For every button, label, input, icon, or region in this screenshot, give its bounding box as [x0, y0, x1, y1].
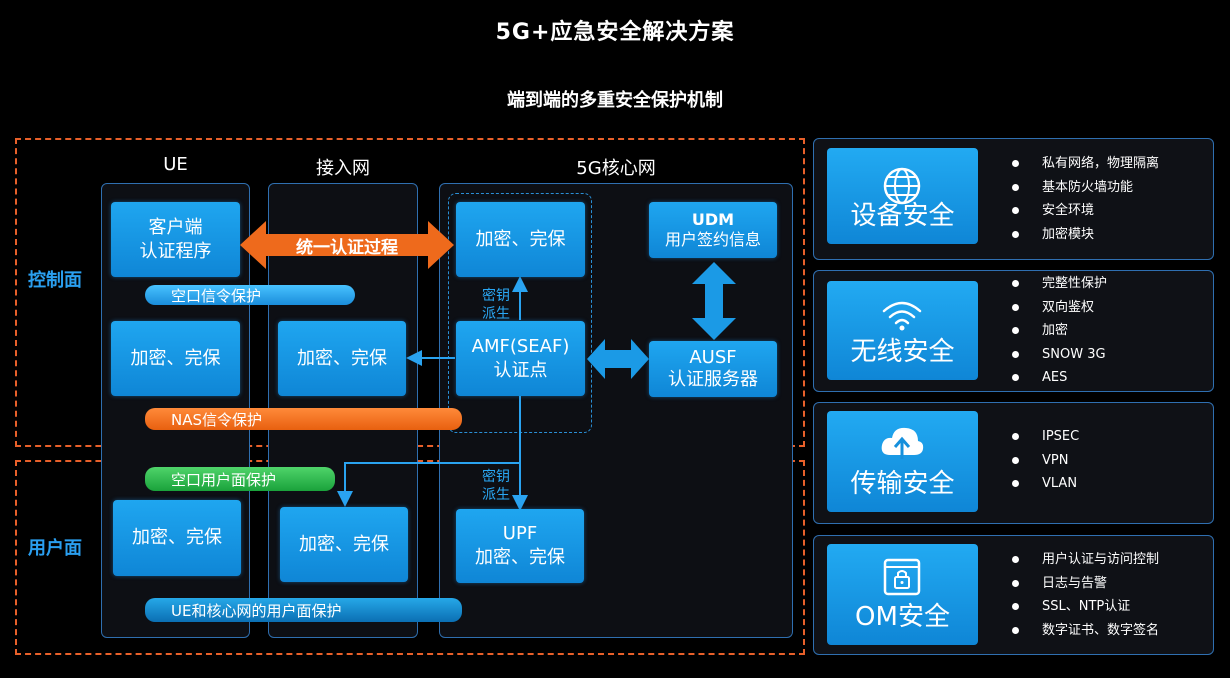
ue-core-user-pipe: UE和核心网的用户面保护 [145, 598, 462, 622]
list-item: 完整性保护 [1012, 272, 1107, 296]
device-security-list: 私有网络，物理隔离 基本防火墙功能 安全环境 加密模块 [1012, 152, 1159, 246]
nas-signal-label: NAS信令保护 [171, 410, 263, 429]
om-security-list: 用户认证与访问控制 日志与告警 SSL、NTP认证 数字证书、数字签名 [1012, 548, 1159, 642]
device-security-label: 设备安全 [850, 201, 955, 231]
list-item: 私有网络，物理隔离 [1012, 152, 1159, 176]
core-column-heading: 5G核心网 [576, 158, 656, 179]
air-signal-pipe: 空口信令保护 [145, 285, 355, 305]
ue-ctrl-encrypt-label: 加密、完保 [130, 347, 221, 369]
udm-box: UDM 用户签约信息 [649, 202, 777, 258]
key-derivation-label-1: 密钥 派生 [482, 288, 510, 322]
wifi-icon [882, 301, 922, 331]
unified-auth-arrow [240, 221, 454, 269]
ran-ctrl-encrypt-box: 加密、完保 [278, 321, 406, 396]
list-item: 日志与告警 [1012, 572, 1159, 596]
om-security-label: OM安全 [855, 602, 950, 632]
amf-box: AMF(SEAF) 认证点 [456, 321, 585, 396]
ran-user-encrypt-box: 加密、完保 [280, 507, 408, 582]
unified-auth-label: 统一认证过程 [296, 238, 398, 258]
nas-signal-pipe: NAS信令保护 [145, 408, 462, 430]
page-title: 5G+应急安全解决方案 [495, 20, 735, 45]
list-item: 加密模块 [1012, 223, 1159, 247]
amf-label: AMF(SEAF) 认证点 [471, 335, 570, 381]
ran-ctrl-encrypt-label: 加密、完保 [297, 347, 387, 369]
core-encrypt-box: 加密、完保 [456, 202, 585, 277]
user-plane-label: 用户面 [28, 538, 82, 559]
page-subtitle: 端到端的多重安全保护机制 [507, 90, 723, 111]
air-user-label: 空口用户面保护 [171, 470, 277, 489]
transport-security-card: 传输安全 [827, 411, 978, 512]
transport-security-list: IPSEC VPN VLAN [1012, 425, 1079, 496]
upf-box: UPF 加密、完保 [456, 509, 584, 583]
list-item: IPSEC [1012, 425, 1079, 449]
lock-window-icon [883, 558, 921, 596]
om-security-card: OM安全 [827, 544, 978, 645]
transport-security-label: 传输安全 [850, 469, 955, 499]
control-plane-label: 控制面 [28, 270, 82, 291]
list-item: 加密 [1012, 319, 1107, 343]
upf-label: UPF 加密、完保 [475, 523, 565, 568]
device-security-card: 设备安全 [827, 148, 978, 244]
list-item: 用户认证与访问控制 [1012, 548, 1159, 572]
udm-ausf-arrow [692, 262, 736, 340]
list-item: VPN [1012, 449, 1079, 473]
cloud-upload-icon [881, 427, 924, 459]
ue-ctrl-encrypt-box: 加密、完保 [111, 321, 240, 396]
wireless-security-card: 无线安全 [827, 281, 978, 380]
wireless-security-list: 完整性保护 双向鉴权 加密 SNOW 3G AES [1012, 272, 1107, 390]
access-column-heading: 接入网 [316, 158, 370, 179]
udm-subtitle: 用户签约信息 [664, 230, 761, 249]
list-item: VLAN [1012, 472, 1079, 496]
ue-user-encrypt-box: 加密、完保 [113, 500, 241, 576]
amf-ausf-arrow [587, 339, 649, 379]
ue-user-encrypt-label: 加密、完保 [132, 527, 222, 548]
ausf-label: AUSF 认证服务器 [668, 347, 758, 390]
wireless-security-label: 无线安全 [850, 337, 955, 367]
list-item: 双向鉴权 [1012, 296, 1107, 320]
ue-core-user-label: UE和核心网的用户面保护 [171, 601, 342, 620]
list-item: SNOW 3G [1012, 343, 1107, 367]
ue-column-heading: UE [163, 154, 188, 175]
client-auth-label: 客户端 认证程序 [139, 216, 212, 262]
globe-icon [883, 167, 921, 205]
list-item: AES [1012, 366, 1107, 390]
list-item: 安全环境 [1012, 199, 1159, 223]
list-item: SSL、NTP认证 [1012, 595, 1159, 619]
core-encrypt-label: 加密、完保 [475, 228, 566, 250]
list-item: 数字证书、数字签名 [1012, 619, 1159, 643]
udm-title: UDM [691, 210, 735, 229]
air-user-pipe: 空口用户面保护 [145, 467, 335, 491]
ran-user-encrypt-label: 加密、完保 [299, 533, 389, 555]
list-item: 基本防火墙功能 [1012, 176, 1159, 200]
client-auth-box: 客户端 认证程序 [111, 202, 240, 277]
key-derivation-label-2: 密钥 派生 [482, 469, 510, 503]
air-signal-label: 空口信令保护 [171, 286, 262, 305]
ausf-box: AUSF 认证服务器 [649, 341, 777, 397]
